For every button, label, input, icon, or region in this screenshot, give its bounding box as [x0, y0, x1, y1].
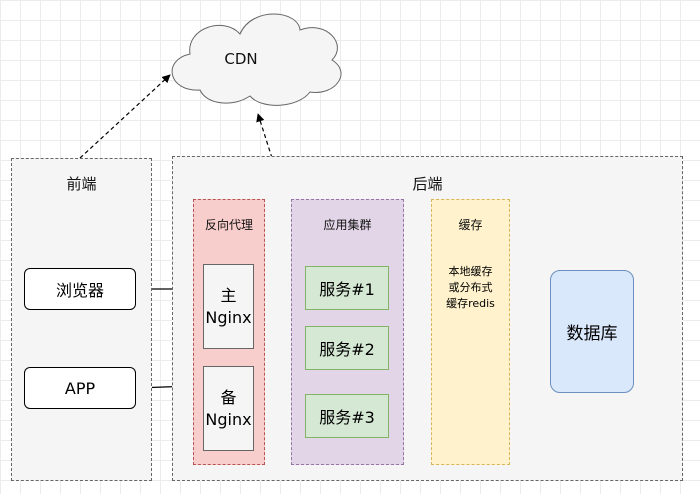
- arrow-frontend-to-cdn: [79, 74, 171, 159]
- primary-nginx-line1: 主: [220, 285, 237, 305]
- frontend-group: 前端: [11, 158, 152, 481]
- app-cluster-title: 应用集群: [323, 218, 372, 232]
- backend-title: 后端: [412, 175, 443, 193]
- cache-title: 缓存: [458, 218, 483, 232]
- browser-label: 浏览器: [55, 281, 104, 300]
- reverse-proxy-title: 反向代理: [204, 218, 253, 232]
- backup-nginx-line1: 备: [220, 387, 237, 407]
- cache-line-1: 本地缓存: [448, 265, 493, 278]
- service-2-label: 服务#2: [319, 340, 375, 359]
- backup-nginx-node: 备 Nginx: [203, 366, 254, 451]
- app-node: APP: [24, 367, 136, 409]
- cache-line-2: 或分布式: [448, 281, 493, 294]
- service-1-node: 服务#1: [305, 266, 389, 310]
- database-node: 数据库: [550, 270, 634, 393]
- service-3-node: 服务#3: [305, 394, 389, 438]
- primary-nginx-node: 主 Nginx: [203, 264, 254, 349]
- arrow-backend-to-cdn: [256, 113, 273, 159]
- cache-description: 本地缓存 或分布式 缓存redis: [432, 264, 509, 312]
- primary-nginx-line2: Nginx: [205, 307, 252, 327]
- cdn-cloud: CDN: [196, 46, 286, 72]
- cache-line-3: 缓存redis: [446, 297, 495, 310]
- frontend-title: 前端: [66, 175, 97, 193]
- service-3-label: 服务#3: [319, 408, 375, 427]
- cdn-label: CDN: [224, 50, 258, 68]
- cache-panel: 缓存 本地缓存 或分布式 缓存redis: [431, 199, 510, 465]
- service-2-node: 服务#2: [305, 326, 389, 370]
- browser-node: 浏览器: [24, 268, 136, 310]
- backup-nginx-line2: Nginx: [205, 409, 252, 429]
- service-1-label: 服务#1: [319, 280, 375, 299]
- database-label: 数据库: [566, 324, 618, 344]
- app-label: APP: [64, 378, 96, 398]
